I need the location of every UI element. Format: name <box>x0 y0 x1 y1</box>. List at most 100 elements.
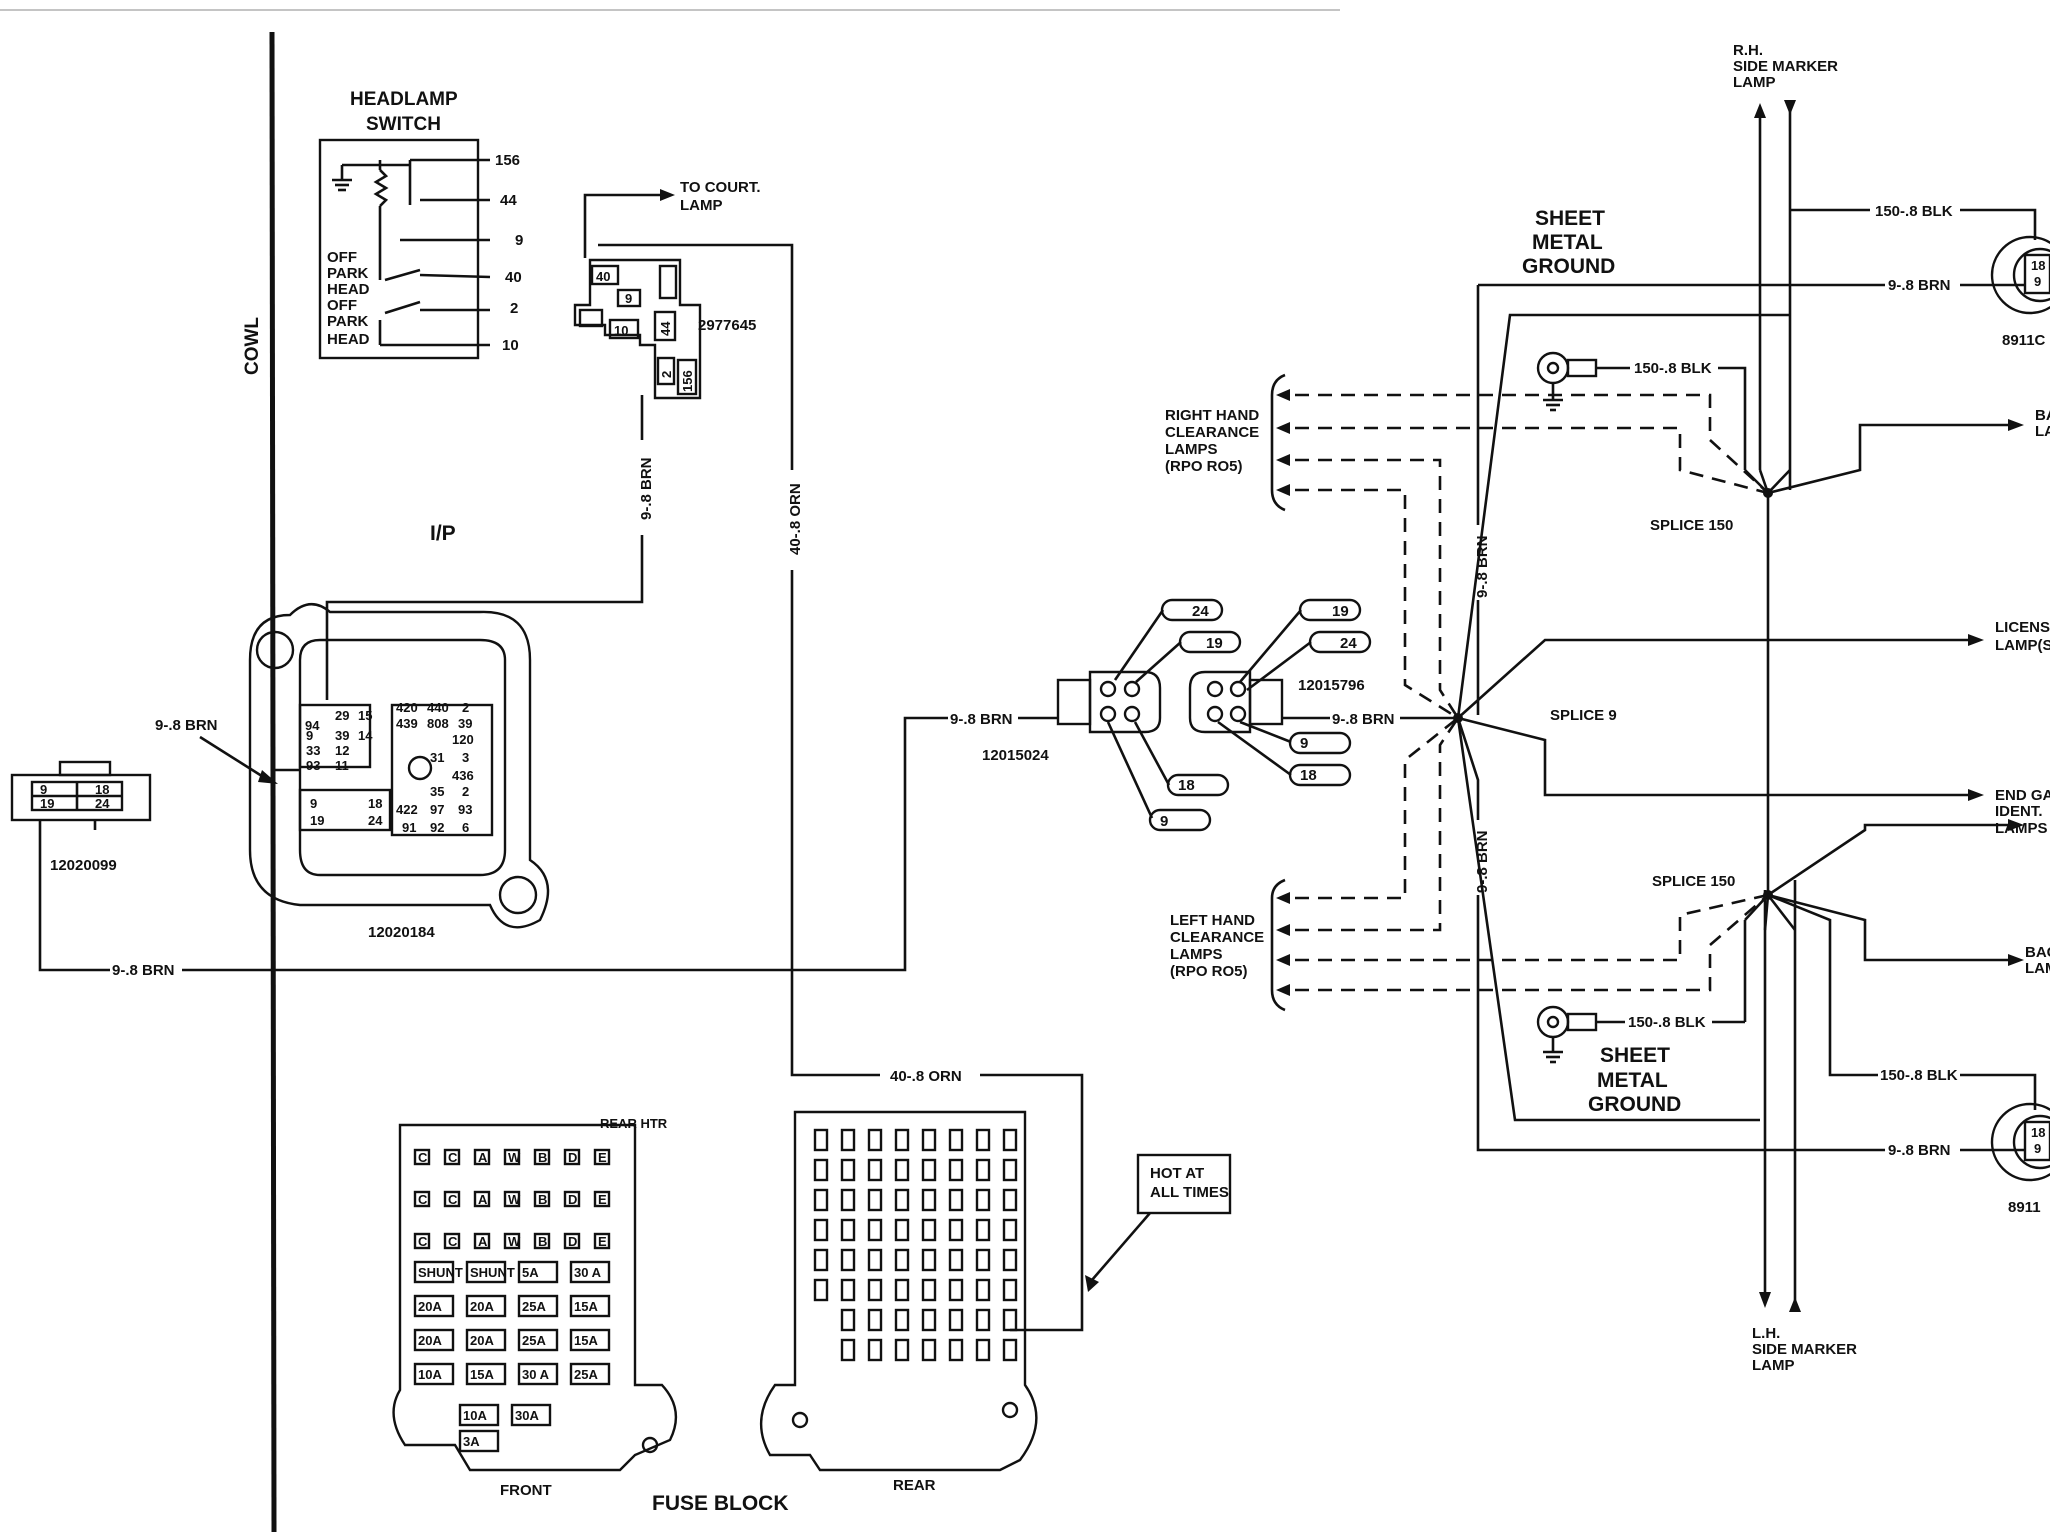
fuse-rear-slot <box>867 1218 883 1242</box>
fuse-rear-slot <box>1002 1158 1018 1182</box>
fuse-front-slot: E <box>593 1148 611 1166</box>
c12020099-pin-18: 18 <box>95 782 109 797</box>
lh-clearance-wire-4 <box>1295 894 1769 992</box>
fuse-rear-slot <box>894 1128 910 1152</box>
rh-side-marker-2: SIDE MARKER <box>1733 58 1838 75</box>
sw-off-1: OFF <box>327 249 357 266</box>
backup-bot-2: LAM <box>2025 960 2050 977</box>
fuse-front-slot: C <box>443 1190 461 1208</box>
lamp-pin-9-bot: 9 <box>2034 1141 2041 1156</box>
connector-12015024-label: 12015024 <box>982 747 1049 764</box>
fuse-front-slot: B <box>533 1232 551 1250</box>
wire-40-orn-vert-label: 40-.8 ORN <box>787 483 804 555</box>
pin-9b: 9 <box>1300 735 1308 752</box>
wire-9-brn-vert-b: 9-.8 BRN <box>1474 830 1491 893</box>
fuse-rear-slot <box>840 1278 856 1302</box>
wire-9-brn-right-label: 9-.8 BRN <box>1332 711 1395 728</box>
bulk-cell-14: 14 <box>358 728 373 743</box>
bulk-cell-2b: 2 <box>462 784 469 799</box>
svg-text:C: C <box>448 1234 458 1249</box>
pin-24b: 24 <box>1340 635 1357 652</box>
rh-clearance-2: CLEARANCE <box>1165 424 1259 441</box>
svg-text:15A: 15A <box>574 1299 598 1314</box>
fuse-front-fuse: 3A <box>458 1429 500 1453</box>
hot-at-all-times-callout: HOT AT ALL TIMES <box>1085 1153 1232 1292</box>
backup-top-1: BA <box>2035 407 2050 424</box>
wire-9-brn-bottom <box>38 716 1058 972</box>
fuse-rear-slot <box>813 1188 829 1212</box>
connector-12015024: 12015024 <box>982 670 1162 764</box>
fuse-front-slot: W <box>503 1232 521 1250</box>
wire-9-brn-vert-label: 9-.8 BRN <box>638 457 655 520</box>
fuse-front-fuse: 20A <box>413 1294 455 1318</box>
fuse-front-fuse: 15A <box>465 1362 507 1386</box>
lh-clearance-3: LAMPS <box>1170 946 1223 963</box>
splice-150-bot-label: SPLICE 150 <box>1652 873 1735 890</box>
fuse-rear-slot <box>813 1128 829 1152</box>
lh-side-marker-1: L.H. <box>1752 1325 1780 1342</box>
fuse-rear-slot <box>921 1158 937 1182</box>
fuse-rear-slot <box>813 1248 829 1272</box>
fuse-rear-hole <box>1001 1401 1019 1419</box>
fuse-rear-slot <box>894 1278 910 1302</box>
fuse-front-fuse: 10A <box>413 1362 455 1386</box>
fuse-rear-slot <box>948 1338 964 1362</box>
svg-text:C: C <box>448 1150 458 1165</box>
rh-side-marker-1: R.H. <box>1733 42 1763 59</box>
lh-clearance-wire-2 <box>1295 717 1460 932</box>
bulk-cell-18-low: 18 <box>368 796 382 811</box>
bulk-cell-94: 94 <box>305 718 320 733</box>
rh-clearance-wire-2 <box>1295 426 1769 495</box>
fuse-rear-slot <box>1002 1128 1018 1152</box>
svg-text:20A: 20A <box>418 1299 442 1314</box>
sheet-metal-ground-top-1: SHEET <box>1535 207 1605 230</box>
fuse-rear-slot <box>894 1188 910 1212</box>
fuse-rear-slot <box>948 1248 964 1272</box>
svg-text:E: E <box>598 1150 607 1165</box>
headlamp-switch-subtitle: SWITCH <box>366 114 441 135</box>
svg-text:25A: 25A <box>522 1333 546 1348</box>
fuse-front-slot: A <box>473 1148 491 1166</box>
bulk-cell-97: 97 <box>430 802 444 817</box>
lamp-8911-label: 8911 <box>2008 1199 2041 1216</box>
sw-park-1: PARK <box>327 265 369 282</box>
c12020099-pin-19: 19 <box>40 796 54 811</box>
fuse-rear-slot <box>975 1278 991 1302</box>
svg-text:SHUNT: SHUNT <box>418 1265 463 1280</box>
bulk-cell-15: 15 <box>358 708 372 723</box>
fuse-rear-slot <box>867 1338 883 1362</box>
sw-off-2: OFF <box>327 297 357 314</box>
fuse-front-slot: W <box>503 1190 521 1208</box>
sw-pin-9: 9 <box>515 232 523 249</box>
fuse-rear-slot <box>1002 1218 1018 1242</box>
ip-label: I/P <box>430 522 456 545</box>
svg-text:10A: 10A <box>418 1367 442 1382</box>
sw-pin-40: 40 <box>505 269 522 286</box>
svg-text:A: A <box>478 1192 488 1207</box>
fuse-front-fuse: 25A <box>517 1328 559 1352</box>
bulk-cell-11: 11 <box>335 758 349 773</box>
svg-text:C: C <box>418 1150 428 1165</box>
svg-text:C: C <box>418 1192 428 1207</box>
rh-clearance-3: LAMPS <box>1165 441 1218 458</box>
svg-text:C: C <box>448 1192 458 1207</box>
svg-text:D: D <box>568 1234 577 1249</box>
lamp-socket-top: 18 9 8911C <box>1990 235 2050 349</box>
wire-9-brn-lower-label: 9-.8 BRN <box>1888 1142 1951 1159</box>
sheet-metal-ground-top-3: GROUND <box>1522 255 1615 278</box>
bulk-cell-440: 440 <box>427 700 449 715</box>
bulk-cell-422: 422 <box>396 802 418 817</box>
fuse-rear-slot <box>921 1218 937 1242</box>
svg-text:15A: 15A <box>574 1333 598 1348</box>
end-gate-2: IDENT. <box>1995 803 2043 820</box>
fuse-rear-slot <box>1002 1188 1018 1212</box>
bulk-cell-39: 39 <box>335 728 349 743</box>
fuse-front-fuse: 30 A <box>569 1260 611 1284</box>
fuse-rear-slot <box>894 1308 910 1332</box>
fuse-rear-slot <box>1002 1278 1018 1302</box>
lamp-pin-9-top: 9 <box>2034 274 2041 289</box>
c2977645-pin-10: 10 <box>614 323 628 338</box>
fuse-rear-slot <box>921 1248 937 1272</box>
c2977645-pin-156: 156 <box>680 370 695 392</box>
hot-at-1: HOT AT <box>1150 1165 1204 1182</box>
